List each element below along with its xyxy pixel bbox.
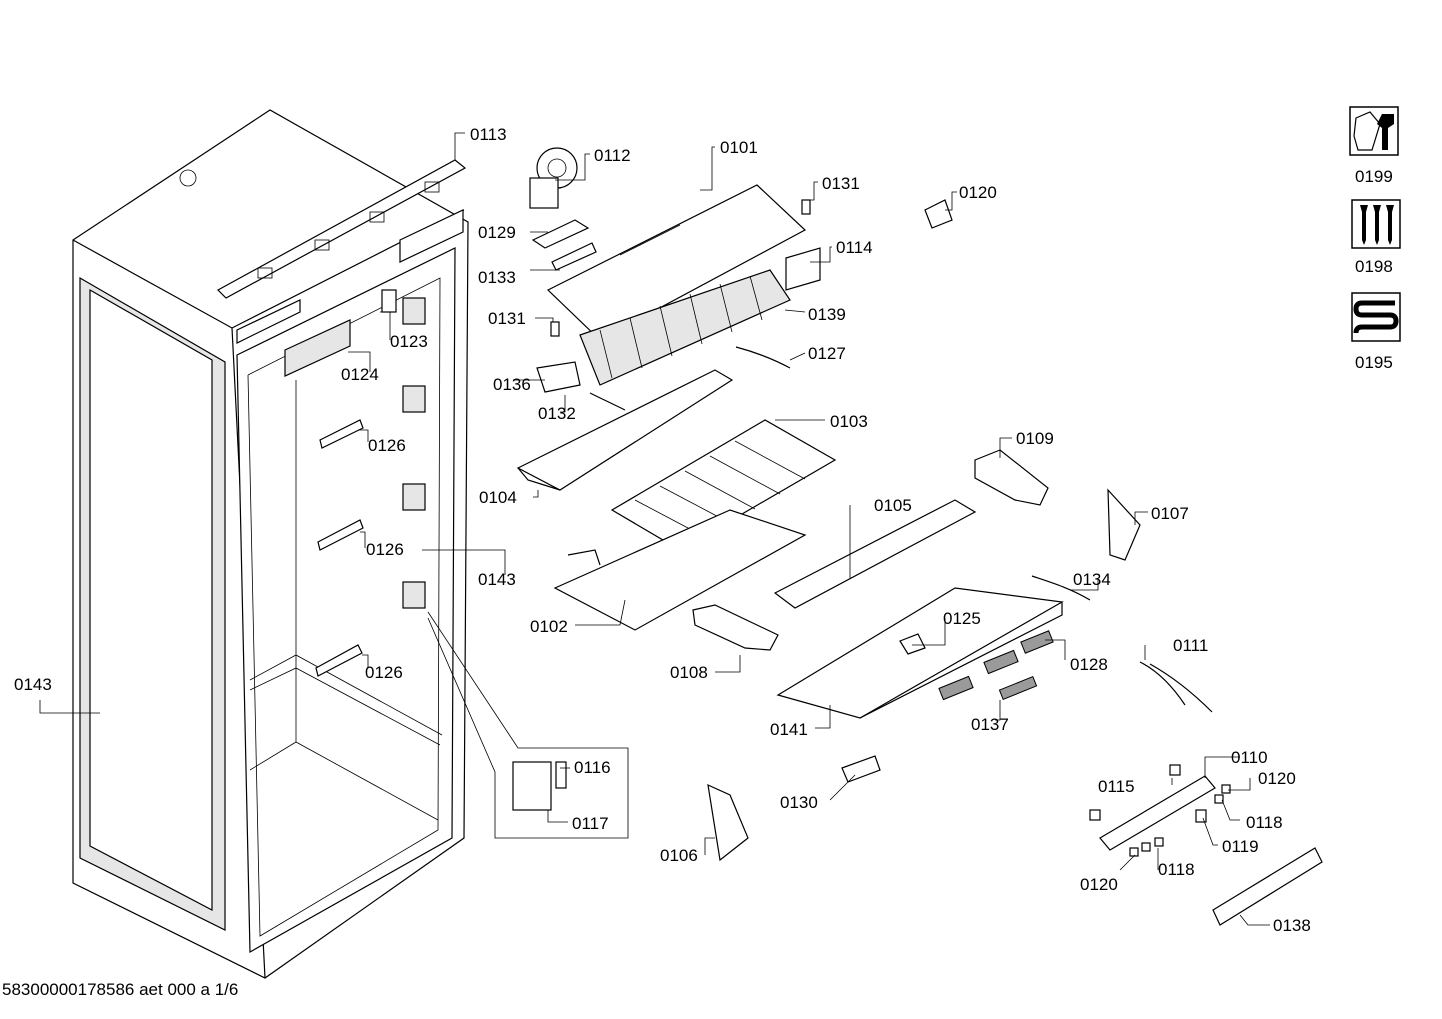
part-label-0127: 0127 [808,344,846,363]
part-label-0126-top: 0126 [368,436,406,455]
coil-tube-icon [1351,292,1401,342]
part-label-0107: 0107 [1151,504,1189,523]
part-label-0110: 0110 [1231,748,1268,767]
symbol-label-0195: 0195 [1355,353,1393,372]
part-label-0126-bottom: 0126 [365,663,403,682]
part-label-0117: 0117 [572,814,609,833]
part-label-0108: 0108 [670,663,708,682]
cabinet-body [72,109,469,979]
part-label-0137: 0137 [971,715,1009,734]
part-label-0143-left: 0143 [14,675,52,694]
part-label-0116: 0116 [574,758,611,777]
part-label-0118-right: 0118 [1246,813,1283,832]
part-label-0133: 0133 [478,268,516,287]
evaporator-assembly [516,147,953,631]
part-label-0104: 0104 [479,488,517,507]
part-label-0103: 0103 [830,412,868,431]
part-label-0111: 0111 [1173,636,1208,655]
leader-lines [39,132,1270,926]
part-label-0120-top: 0120 [959,183,997,202]
part-label-0130: 0130 [780,793,818,812]
part-label-0126-mid: 0126 [366,540,404,559]
part-label-0105: 0105 [874,496,912,515]
part-label-0128: 0128 [1070,655,1108,674]
part-label-0113: 0113 [470,125,507,144]
part-label-0123: 0123 [390,332,428,351]
part-label-0112: 0112 [594,146,631,165]
part-label-0141: 0141 [770,720,808,739]
part-label-0129: 0129 [478,223,516,242]
part-label-0134: 0134 [1073,570,1111,589]
part-label-0109: 0109 [1016,429,1054,448]
part-label-0139: 0139 [808,305,846,324]
part-label-0136: 0136 [493,375,531,394]
part-label-0143-right: 0143 [478,570,516,589]
screws-icon [1351,199,1401,249]
part-label-0131: 0131 [488,309,526,328]
part-label-0106: 0106 [660,846,698,865]
part-label-0102: 0102 [530,617,568,636]
part-label-0119: 0119 [1222,837,1259,856]
part-label-0120-bottom: 0120 [1080,875,1118,894]
part-label-0125: 0125 [943,609,981,628]
part-label-0115: 0115 [1098,777,1135,796]
legend-symbols: 0199 0198 0195 [1349,106,1401,372]
nut-wrench-icon [1349,106,1399,156]
part-label-0131-top: 0131 [822,174,860,193]
part-label-0101: 0101 [720,138,758,157]
part-labels: 0113 0112 0101 0131 0120 0129 0114 0133 … [14,125,1311,935]
document-reference: 58300000178586 aet 000 a 1/6 [2,980,239,999]
part-label-0138: 0138 [1273,916,1311,935]
part-label-0114: 0114 [836,238,873,257]
symbol-label-0199: 0199 [1355,167,1393,186]
part-label-0118-bottom: 0118 [1158,860,1195,879]
part-label-0120-right: 0120 [1258,769,1296,788]
part-label-0124: 0124 [341,365,379,384]
part-label-0132: 0132 [538,404,576,423]
lower-assembly [512,449,1323,926]
symbol-label-0198: 0198 [1355,257,1393,276]
